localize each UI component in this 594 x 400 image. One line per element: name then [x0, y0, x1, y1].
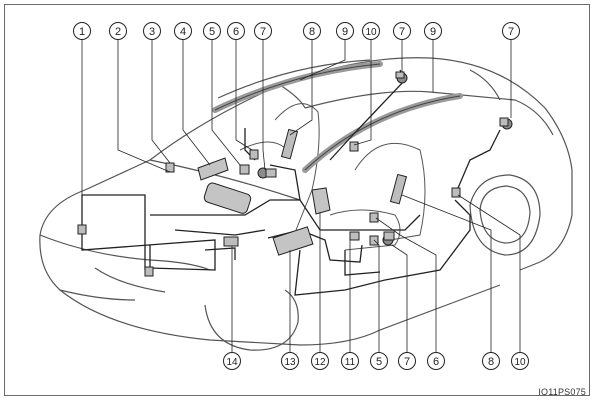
- steering-wheel-airbag-icon: [197, 157, 229, 181]
- callout: 2: [109, 22, 127, 40]
- callout-label: 10: [514, 357, 526, 368]
- front-impact-sensor-right-icon: [144, 266, 154, 277]
- callout-label: 8: [488, 356, 494, 368]
- callout-label: 5: [209, 26, 215, 38]
- callout: 10: [511, 352, 529, 370]
- pretensioner-right-icon: [382, 231, 395, 246]
- callout-label: 6: [233, 26, 239, 38]
- callout: 5: [203, 22, 221, 40]
- callout: 7: [393, 22, 411, 40]
- callout: 8: [482, 352, 500, 370]
- leader-lines: [81, 40, 521, 352]
- pretensioner-rear-icon: [395, 71, 408, 84]
- seat-position-sensor-icon: [369, 212, 379, 223]
- callout: 4: [174, 22, 192, 40]
- occupant-sensor-icon: [349, 231, 360, 241]
- callout-label: 9: [342, 26, 348, 38]
- knee-airbag-driver-icon: [203, 182, 252, 214]
- curtain-airbag-left-outline: [214, 63, 381, 111]
- callout-label: 3: [149, 26, 155, 38]
- callout-label: 5: [376, 356, 382, 368]
- wiring-harness: [81, 69, 501, 296]
- callout-label: 2: [115, 26, 121, 38]
- callout: 8: [303, 22, 321, 40]
- callout-label: 13: [284, 357, 296, 368]
- airbag-ecu-icon: [223, 236, 239, 247]
- callout: 5: [370, 352, 388, 370]
- callout: 6: [227, 22, 245, 40]
- callout: 1: [73, 22, 91, 40]
- passenger-airbag-icon: [311, 187, 331, 215]
- front-side-airbag-right-icon: [389, 173, 408, 205]
- callout: 7: [502, 22, 520, 40]
- callout-label: 8: [309, 26, 315, 38]
- curtain-airbag-right-icon: [302, 93, 463, 173]
- front-impact-sensor-left-icon: [77, 224, 87, 235]
- callout: 11: [341, 352, 359, 370]
- callout-label: 7: [508, 26, 514, 38]
- callout-label: 7: [399, 26, 405, 38]
- callout-label: 12: [314, 357, 326, 368]
- callout-label: 7: [260, 26, 266, 38]
- callout-label: 6: [433, 356, 439, 368]
- callout: 7: [254, 22, 272, 40]
- callout-label: 4: [180, 26, 186, 38]
- side-sensor-front-door-icon: [349, 141, 359, 152]
- seat-belt-retractor-icon: [239, 164, 250, 175]
- callout: 10: [362, 22, 380, 40]
- side-sensor-rear-door-icon: [451, 187, 461, 198]
- pretensioner-right-rear-icon: [499, 117, 513, 130]
- callouts-bottom: 14 13 12 11 5 7 6 8 10: [223, 352, 529, 370]
- callout: 7: [398, 352, 416, 370]
- callout: 6: [427, 352, 445, 370]
- callout-label: 9: [430, 26, 436, 38]
- callout: 9: [424, 22, 442, 40]
- callout-label: 10: [365, 27, 377, 38]
- curtain-airbags: [212, 61, 463, 173]
- figure-code: IO11PS075: [538, 387, 586, 397]
- callout: 3: [143, 22, 161, 40]
- callout-label: 14: [226, 357, 238, 368]
- callout: 13: [281, 352, 299, 370]
- callout: 14: [223, 352, 241, 370]
- callout-label: 1: [79, 26, 85, 38]
- knee-airbag-passenger-icon: [272, 226, 314, 256]
- front-side-airbag-left-icon: [280, 128, 299, 160]
- callout: 12: [311, 352, 329, 370]
- callout-label: 11: [345, 357, 356, 368]
- side-impact-sensor-b-pillar-icon: [249, 149, 259, 160]
- callouts-top: 1 2 3 4 5 6 7 8 9 10 7 9 7: [73, 22, 520, 40]
- callout-label: 7: [404, 356, 410, 368]
- callout: 9: [336, 22, 354, 40]
- curtain-airbag-right-outline: [304, 95, 461, 171]
- pretensioner-left-icon: [257, 167, 277, 179]
